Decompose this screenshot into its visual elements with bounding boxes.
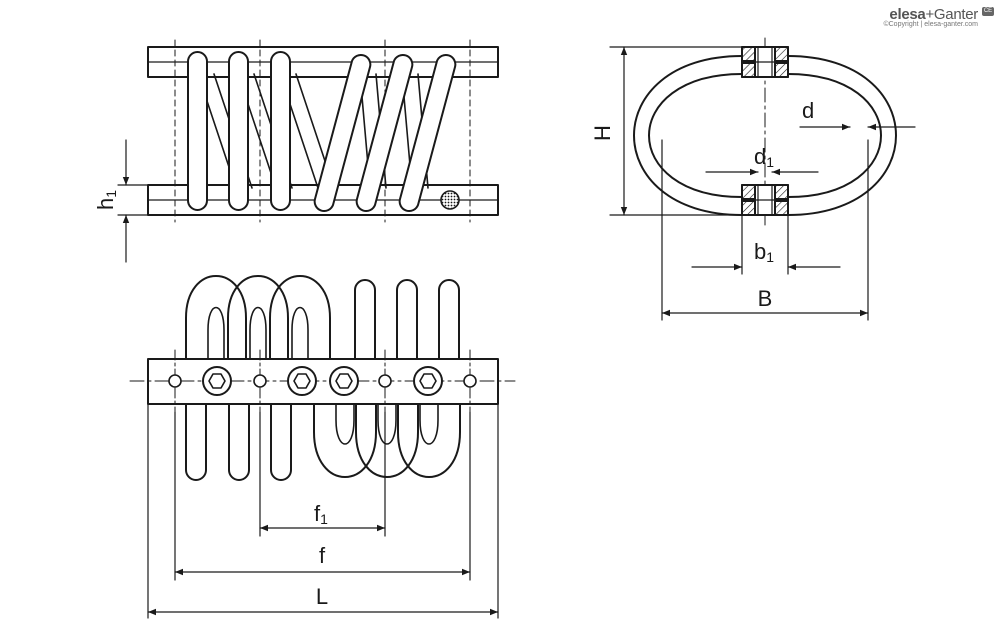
b1-dimension — [691, 214, 841, 275]
top-clamp-block — [741, 46, 789, 78]
top-view — [129, 275, 516, 619]
logo-brand-primary: elesa — [889, 6, 926, 23]
logo-copyright: ©Copyright | elesa-ganter.com — [883, 21, 978, 28]
lower-loops — [185, 402, 461, 481]
front-coil-turns — [187, 51, 291, 211]
label-b1: b1 — [754, 239, 774, 265]
logo-brand-secondary: +Ganter — [925, 6, 978, 23]
H-dimension — [609, 46, 743, 216]
logo-badge: CE — [982, 7, 994, 16]
label-B: B — [758, 286, 773, 311]
mounting-holes — [168, 374, 477, 388]
upper-loops — [185, 275, 460, 361]
wire-section — [440, 190, 460, 210]
label-f: f — [319, 543, 326, 568]
front-view — [609, 37, 916, 321]
bottom-clamp-block — [741, 184, 789, 216]
logo-text: elesa+Ganter — [883, 6, 978, 23]
socket-screws — [202, 366, 443, 396]
brand-logo: elesa+Ganter ©Copyright | elesa-ganter.c… — [883, 6, 994, 28]
label-f1: f1 — [314, 501, 328, 527]
side-view — [117, 39, 499, 263]
B-dimension — [661, 139, 869, 321]
label-d1: d1 — [754, 144, 774, 170]
label-d: d — [802, 98, 814, 123]
slanted-coil-turns — [313, 53, 457, 213]
h1-dimension — [117, 139, 149, 263]
label-L: L — [316, 584, 328, 609]
label-H: H — [590, 125, 615, 141]
label-h1: h1 — [93, 190, 119, 210]
